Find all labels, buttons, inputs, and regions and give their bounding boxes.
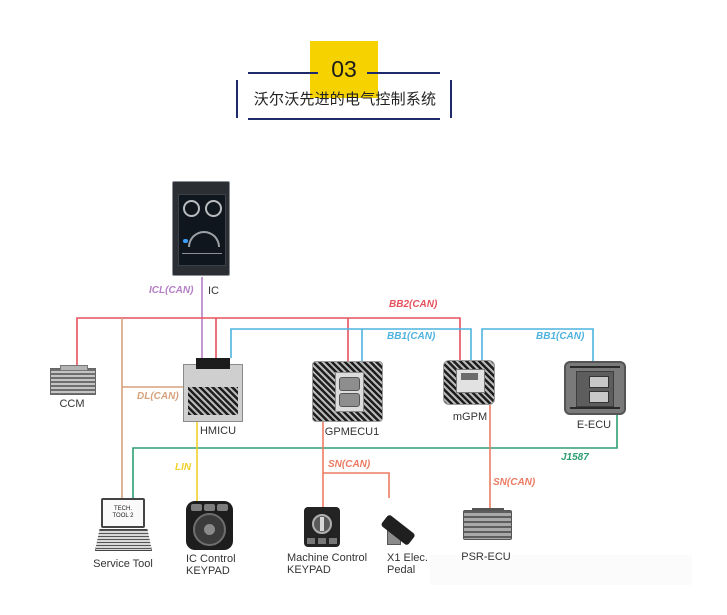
bb2-can-trunk: [76, 317, 461, 368]
mgpm-label: mGPM: [452, 411, 488, 423]
e-ecu-rail: [570, 366, 620, 368]
e-ecu-label: E-ECU: [576, 419, 612, 431]
sn-can-label-right: SN(CAN): [493, 477, 536, 488]
connector-slot: [339, 393, 360, 407]
sn-can-pedal-branch: [323, 472, 390, 498]
speedometer-icon: [188, 231, 220, 247]
e-ecu-module: [564, 361, 626, 415]
section-number-highlight: [310, 41, 378, 98]
ic-instrument-cluster: [172, 181, 230, 276]
ccm-connector: [60, 365, 88, 371]
rotary-knob-icon: [312, 514, 332, 534]
connector-slot: [589, 376, 609, 388]
bb1-can-label-right: BB1(CAN): [536, 331, 585, 342]
machine-keypad-label-line2: KEYPAD: [287, 564, 331, 576]
psr-ecu-label: PSR-ECU: [461, 551, 511, 563]
pedal-label-line1: X1 Elec.: [387, 552, 428, 564]
dpad-center-icon: [204, 524, 215, 535]
ic-label: IC: [208, 285, 219, 297]
dl-can-label: DL(CAN): [137, 391, 179, 402]
gauge-icon: [183, 200, 200, 217]
lin-label: LIN: [175, 462, 192, 473]
indicator-icon: [183, 239, 188, 243]
keypad-buttons-icon: [307, 538, 337, 544]
gpmecu1-label: GPMECU1: [324, 426, 380, 438]
laptop-screen-icon: TECH. TOOL 2: [101, 498, 145, 528]
ic-control-keypad: [186, 501, 233, 550]
gpmecu1-connector-block: [335, 372, 364, 412]
hmicu-heatsink: [188, 387, 238, 415]
icl-can-label: ICL(CAN): [149, 285, 194, 296]
service-tool-label: Service Tool: [93, 558, 153, 570]
hmicu-label: HMICU: [199, 425, 237, 437]
pedal-label-line2: Pedal: [387, 564, 416, 576]
electronic-pedal: [380, 508, 423, 546]
mgpm-module: [443, 360, 495, 405]
tool-screen-line2: TOOL 2: [112, 513, 134, 519]
machine-control-keypad: [304, 507, 340, 547]
bb2-can-label: BB2(CAN): [389, 299, 438, 310]
keypad-button-icon: [204, 504, 215, 511]
psr-ecu-connector: [472, 508, 504, 511]
j1587-wire: [132, 415, 618, 499]
mgpm-connector-block: [456, 369, 485, 393]
gpmecu1-module: [312, 361, 383, 422]
connector-slot: [589, 391, 609, 403]
section-number: 03: [331, 56, 357, 82]
background-shade: [430, 555, 692, 585]
connector-slot: [461, 373, 478, 380]
j1587-label: J1587: [561, 452, 589, 463]
laptop-keyboard-icon: [95, 529, 152, 551]
bb1-can-trunk-left: [230, 328, 472, 360]
tool-screen-line1: TECH.: [114, 506, 132, 512]
e-ecu-rail: [570, 407, 620, 409]
status-bar: [182, 253, 222, 254]
connector-slot: [339, 377, 360, 391]
e-ecu-connector-block: [576, 371, 614, 407]
keypad-button-icon: [217, 504, 228, 511]
ccm-module: [50, 365, 96, 395]
hmicu-connector: [196, 358, 230, 369]
machine-keypad-label-line1: Machine Control: [287, 552, 368, 564]
ic-display-icon: [178, 194, 226, 266]
psr-ecu-module: [463, 508, 512, 540]
bb1-can-trunk-right: [481, 328, 594, 361]
dpad-icon: [193, 513, 226, 546]
service-tool-laptop: TECH. TOOL 2: [95, 498, 152, 552]
sn-can-label-left: SN(CAN): [328, 459, 371, 470]
section-title: 沃尔沃先进的电气控制系统: [253, 90, 437, 108]
hmicu-module: [183, 358, 243, 422]
ic-keypad-label-line1: IC Control: [186, 553, 236, 565]
ccm-label: CCM: [59, 398, 85, 410]
gauge-icon: [205, 200, 222, 217]
bb1-can-label-left: BB1(CAN): [387, 331, 436, 342]
keypad-button-icon: [191, 504, 202, 511]
ic-keypad-label-line2: KEYPAD: [186, 565, 230, 577]
